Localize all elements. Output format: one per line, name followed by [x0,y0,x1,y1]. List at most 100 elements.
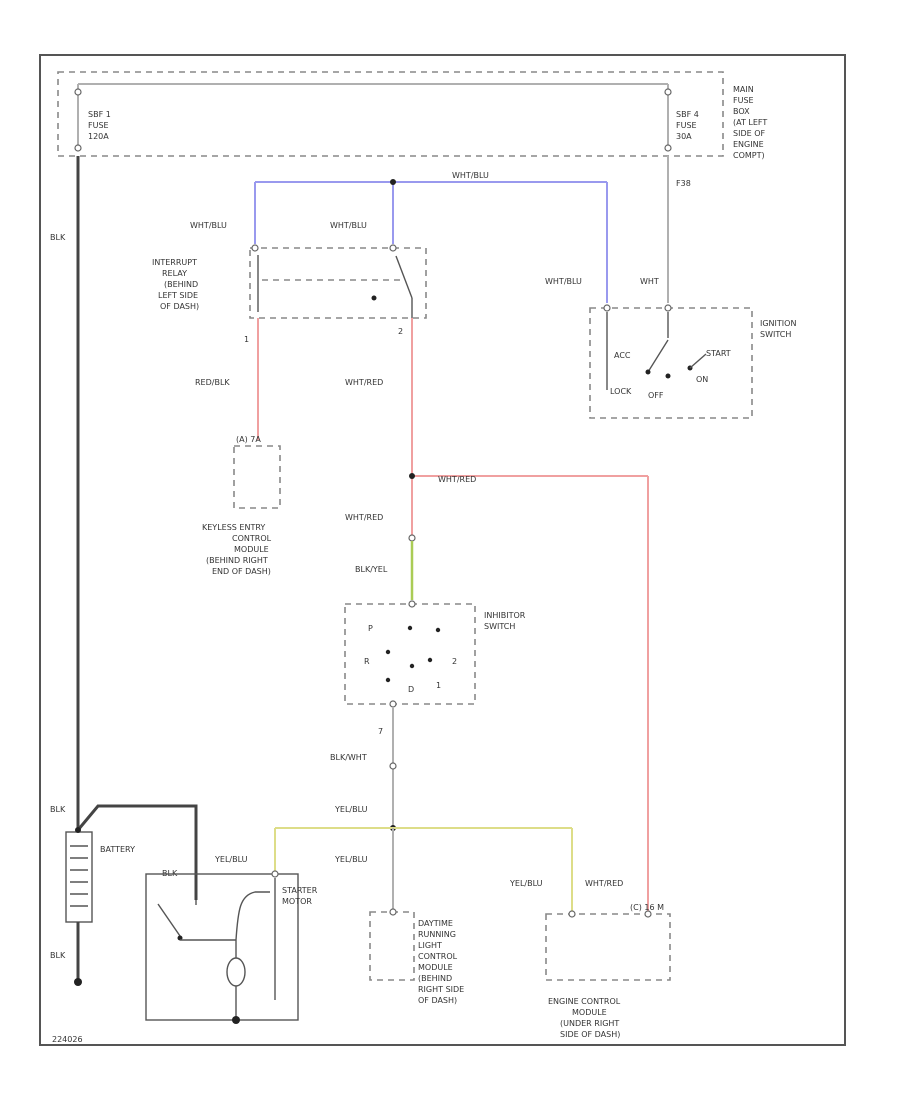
inhibitor-pin [389,700,397,708]
drl-module-label: DAYTIME RUNNING LIGHT CONTROL MODULE (BE… [418,919,464,1005]
wire-label-blk-yel: BLK/YEL [355,565,388,574]
ignition-pin [664,304,672,312]
drl-label-line: RIGHT SIDE [418,985,464,994]
ignition-pin [603,304,611,312]
wire-label-blk: BLK [50,233,66,242]
fuse-box-label-line: FUSE [733,96,754,105]
fuse-label-line: SBF 1 [88,110,111,119]
ecm-label-line: MODULE [572,1008,607,1017]
starter-solenoid-switch [157,903,181,937]
ignition-rotor [647,339,669,373]
fuse-pin [664,88,672,96]
fuse-box-label-line: SIDE OF [733,129,765,138]
ignition-label-line: SWITCH [760,330,791,339]
fuse-label-line: 30A [676,132,692,141]
ecm-pin [644,910,652,918]
drl-pin [389,908,397,916]
inhibitor-contact [435,627,441,633]
starter-motor-box [145,873,299,1021]
drl-module-box [369,911,415,981]
starter-motor-label: STARTER MOTOR [282,886,318,906]
fuse-box-label-line: BOX [733,107,750,116]
relay-pin [389,244,397,252]
inhibitor-switch-box [344,603,476,705]
inhibitor-pos-2: 2 [452,657,457,666]
connector-pin [389,762,397,770]
relay-contact-arm [395,255,413,299]
relay-label-line: LEFT SIDE [158,291,198,300]
inhibitor-pos-p: P [368,624,373,633]
diagram-id: 224026 [52,1035,83,1044]
battery-positive-terminal [75,827,81,833]
ign-pos-acc: ACC [614,351,631,360]
wire-label-wht-blu: WHT/BLU [452,171,489,180]
wire-label-wht-red: WHT/RED [438,475,476,484]
relay-label-line: (BEHIND [164,280,198,289]
drl-label-line: (BEHIND [418,974,452,983]
inhibitor-label-line: INHIBITOR [484,611,526,620]
starter-pin [271,870,279,878]
ecm-pin [568,910,576,918]
wire-label-wht-blu: WHT/BLU [330,221,367,230]
starter-ground-node [232,1016,240,1024]
wire-label-yel-blu: YEL/BLU [509,879,543,888]
relay-contact-node [371,295,377,301]
ground-node [74,978,82,986]
ecm-label: ENGINE CONTROL MODULE (UNDER RIGHT SIDE … [548,997,621,1039]
wire-label-f38: F38 [676,179,691,188]
fuse-pin [664,144,672,152]
wire-label-blk: BLK [50,805,66,814]
diagram-frame [39,54,846,1046]
inhibitor-contact [407,625,413,631]
ecm-label-line: ENGINE CONTROL [548,997,621,1006]
wire-label-wht-blu: WHT/BLU [545,277,582,286]
ecm-label-line: (UNDER RIGHT [560,1019,619,1028]
wire-label-wht-blu: WHT/BLU [190,221,227,230]
drl-label-line: RUNNING [418,930,456,939]
ignition-contact [645,369,651,375]
fuse-box-label-line: (AT LEFT [733,118,767,127]
battery-cells [70,845,88,907]
wire-label-blk-wht: BLK/WHT [330,753,367,762]
fuse-box-label-line: MAIN [733,85,754,94]
ignition-switch-box [589,307,753,419]
keyless-module-box [233,445,281,509]
fuse-pin [74,88,82,96]
fuse-box-label-line: COMPT) [733,151,765,160]
inhibitor-pin [408,600,416,608]
keyless-module-label: KEYLESS ENTRY CONTROL MODULE (BEHIND RIG… [202,523,272,576]
wire-label-wht-red: WHT/RED [585,879,623,888]
ign-pos-lock: LOCK [610,387,632,396]
fuse-label-line: FUSE [88,121,109,130]
starter-armature [226,957,246,987]
inhibitor-pos-r: R [364,657,370,666]
inhibitor-label: INHIBITOR SWITCH [484,611,526,631]
inhibitor-contact [385,649,391,655]
relay-pin-1-label: 1 [244,335,249,344]
fuse-label-line: FUSE [676,121,697,130]
keyless-pin-label: (A) 7A [236,435,261,444]
sbf1-fuse-label: SBF 1 FUSE 120A [88,110,111,141]
battery-label: BATTERY [100,845,135,854]
drl-label-line: DAYTIME [418,919,453,928]
keyless-label-line: (BEHIND RIGHT [206,556,268,565]
relay-label-line: INTERRUPT [152,258,197,267]
fuse-label-line: SBF 4 [676,110,699,119]
inhibitor-contact [409,663,415,669]
main-fuse-box-label: MAIN FUSE BOX (AT LEFT SIDE OF ENGINE CO… [733,85,767,160]
relay-pin [251,244,259,252]
sbf4-fuse-label: SBF 4 FUSE 30A [676,110,699,141]
ignition-contact [665,373,671,379]
wire-label-wht-red: WHT/RED [345,378,383,387]
ecm-box [545,913,671,981]
relay-label-line: OF DASH) [160,302,199,311]
main-fuse-box [57,71,724,157]
relay-pin-2-label: 2 [398,327,403,336]
wire-label-yel-blu: YEL/BLU [214,855,248,864]
interrupt-relay-label: INTERRUPT RELAY (BEHIND LEFT SIDE OF DAS… [152,258,199,311]
starter-contact-node [177,935,183,941]
splice-node [390,179,396,185]
starter-coil [235,891,270,941]
inhibitor-pos-d: D [408,685,414,694]
